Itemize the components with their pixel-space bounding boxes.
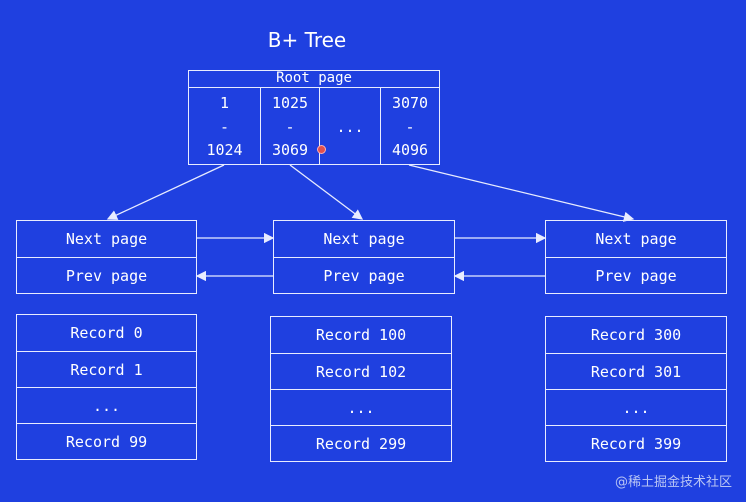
root-column-2: 1025 - 3069 <box>261 88 320 164</box>
root-col2-end: 3069 <box>271 141 309 159</box>
root-col1-end: 1024 <box>206 141 243 159</box>
leaf2-next-page: Next page <box>323 230 405 248</box>
leaf1-prev-page: Prev page <box>17 257 196 293</box>
root-column-4: 3070 - 4096 <box>381 88 439 164</box>
root-to-leaf1-arrow <box>106 164 225 220</box>
root-col4-start: 3070 <box>391 94 429 112</box>
leaf3-link-box: Next page Prev page <box>545 220 727 294</box>
root-column-ellipsis: ... <box>320 88 381 164</box>
root-col4-dash: - <box>405 117 415 136</box>
leaf1-record-b: Record 1 <box>17 351 196 387</box>
leaf3-record-a: Record 300 <box>590 326 682 344</box>
root-col4-end: 4096 <box>391 141 429 159</box>
root-column-1: 1 - 1024 <box>189 88 261 164</box>
root-col-ellipsis-text: ... <box>336 117 364 136</box>
leaf3-records-box: Record 300 Record 301 ... Record 399 <box>545 316 727 462</box>
watermark: @稀土掘金技术社区 <box>614 475 732 490</box>
leaf1-record-ellipsis: ... <box>17 387 196 423</box>
leaf1-link-box: Next page Prev page <box>16 220 197 294</box>
root-to-leaf2-arrow <box>289 164 364 220</box>
root-col1-start: 1 <box>219 94 230 112</box>
diagram-title: B+ Tree <box>267 28 347 52</box>
leaf2-record-b: Record 102 <box>271 353 451 389</box>
leaf1-next-page: Next page <box>65 230 148 248</box>
leaf2-record-last: Record 299 <box>271 425 451 461</box>
leaf2-record-ellipsis: ... <box>271 389 451 425</box>
leaf3-record-b: Record 301 <box>546 353 726 389</box>
root-col2-start: 1025 <box>271 94 309 112</box>
leaf2-records-box: Record 100 Record 102 ... Record 299 <box>270 316 452 462</box>
leaf3-prev-page: Prev page <box>546 257 726 293</box>
leaf1-record-last: Record 99 <box>17 423 196 459</box>
pointer-dot-icon <box>317 145 326 154</box>
root-col2-dash: - <box>285 117 295 136</box>
root-page-body: 1 - 1024 1025 - 3069 ... 3070 - 4096 <box>188 87 440 165</box>
leaf1-record-a: Record 0 <box>70 324 143 342</box>
root-to-leaf3-arrow <box>408 164 635 222</box>
leaf1-records-box: Record 0 Record 1 ... Record 99 <box>16 314 197 460</box>
leaf2-link-box: Next page Prev page <box>273 220 455 294</box>
leaf3-record-last: Record 399 <box>546 425 726 461</box>
leaf3-next-page: Next page <box>595 230 677 248</box>
leaf3-record-ellipsis: ... <box>546 389 726 425</box>
root-col1-dash: - <box>219 117 230 136</box>
leaf2-prev-page: Prev page <box>274 257 454 293</box>
leaf2-record-a: Record 100 <box>315 326 407 344</box>
